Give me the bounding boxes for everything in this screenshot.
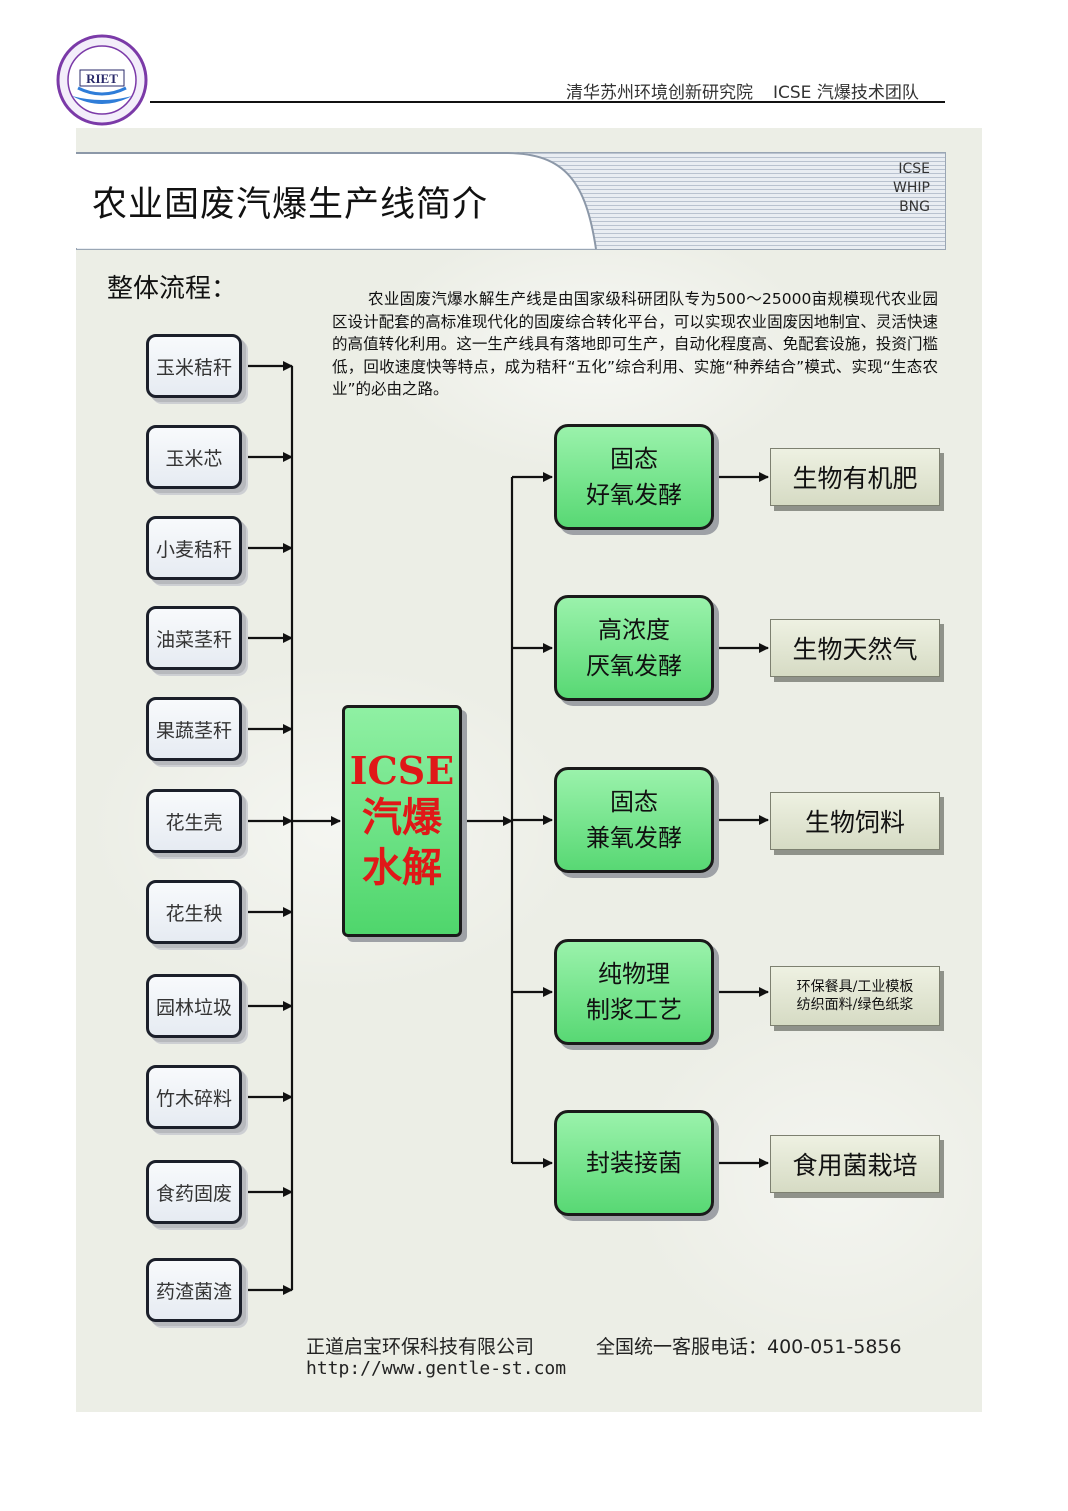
process-line-1: 固态 bbox=[610, 788, 658, 816]
output-organic-fertilizer: 生物有机肥 bbox=[770, 448, 940, 506]
process-pulping: 纯物理 制浆工艺 bbox=[554, 939, 714, 1045]
center-line-3: 水解 bbox=[362, 844, 442, 891]
logo-text: RIET bbox=[86, 71, 118, 86]
output-bio-feed: 生物饲料 bbox=[770, 792, 940, 850]
abbrev-icse: ICSE bbox=[898, 161, 930, 177]
process-anaerobic: 高浓度 厌氧发酵 bbox=[554, 595, 714, 701]
intro-paragraph: 农业固废汽爆水解生产线是由国家级科研团队专为500～25000亩规模现代农业园区… bbox=[332, 290, 938, 398]
center-line-2: 汽爆 bbox=[362, 794, 442, 841]
output-pulp-products: 环保餐具/工业模板 纺织面料/绿色纸浆 bbox=[770, 966, 940, 1026]
footer-url[interactable]: http://www.gentle-st.com bbox=[306, 1358, 567, 1379]
process-line-2: 厌氧发酵 bbox=[586, 652, 682, 680]
output-line-2: 纺织面料/绿色纸浆 bbox=[796, 997, 914, 1013]
header-text: 清华苏州环境创新研究院 ICSE 汽爆技术团队 bbox=[566, 78, 919, 103]
input-peanut-shell: 花生壳 bbox=[146, 789, 242, 853]
footer-phone: 全国统一客服电话：400-051-5856 bbox=[596, 1336, 902, 1358]
abbrev-bng: BNG bbox=[899, 199, 930, 215]
header-rule bbox=[150, 101, 945, 103]
input-vegetable-stalk: 果蔬茎秆 bbox=[146, 697, 242, 761]
process-line-1: 纯物理 bbox=[598, 960, 670, 988]
page-title: 农业固废汽爆生产线简介 bbox=[92, 185, 489, 225]
section-heading: 整体流程： bbox=[107, 274, 238, 304]
icse-center-box: ICSE 汽爆 水解 bbox=[342, 705, 462, 937]
team-name: ICSE 汽爆技术团队 bbox=[773, 83, 919, 103]
process-aerobic: 固态 好氧发酵 bbox=[554, 424, 714, 530]
abbrev-whip: WHIP bbox=[893, 180, 930, 196]
process-inoculation: 封装接菌 bbox=[554, 1110, 714, 1216]
output-mushroom: 食用菌栽培 bbox=[770, 1135, 940, 1193]
input-wheat-straw: 小麦秸秆 bbox=[146, 516, 242, 580]
abbreviation-list: ICSE WHIP BNG bbox=[893, 160, 930, 217]
input-peanut-vine: 花生秧 bbox=[146, 880, 242, 944]
input-food-medicine-waste: 食药固废 bbox=[146, 1160, 242, 1224]
input-garden-waste: 园林垃圾 bbox=[146, 974, 242, 1038]
process-line-2: 好氧发酵 bbox=[586, 481, 682, 509]
process-line-2: 兼氧发酵 bbox=[586, 824, 682, 852]
process-line-1: 高浓度 bbox=[598, 616, 670, 644]
output-bio-gas: 生物天然气 bbox=[770, 619, 940, 677]
output-line-1: 环保餐具/工业模板 bbox=[796, 979, 914, 995]
footer-company: 正道启宝环保科技有限公司 bbox=[306, 1336, 535, 1358]
process-facultative: 固态 兼氧发酵 bbox=[554, 767, 714, 873]
input-corn-cob: 玉米芯 bbox=[146, 425, 242, 489]
process-line-1: 封装接菌 bbox=[586, 1149, 682, 1177]
process-line-1: 固态 bbox=[610, 445, 658, 473]
input-herb-fungus-residue: 药渣菌渣 bbox=[146, 1258, 242, 1322]
process-line-2: 制浆工艺 bbox=[586, 996, 682, 1024]
input-bamboo-wood: 竹木碎料 bbox=[146, 1065, 242, 1129]
center-line-1: ICSE bbox=[349, 748, 455, 793]
input-corn-stalk: 玉米秸秆 bbox=[146, 334, 242, 398]
riet-logo: RIET bbox=[56, 34, 148, 126]
input-rape-stalk: 油菜茎秆 bbox=[146, 606, 242, 670]
institute-name: 清华苏州环境创新研究院 bbox=[566, 83, 753, 103]
